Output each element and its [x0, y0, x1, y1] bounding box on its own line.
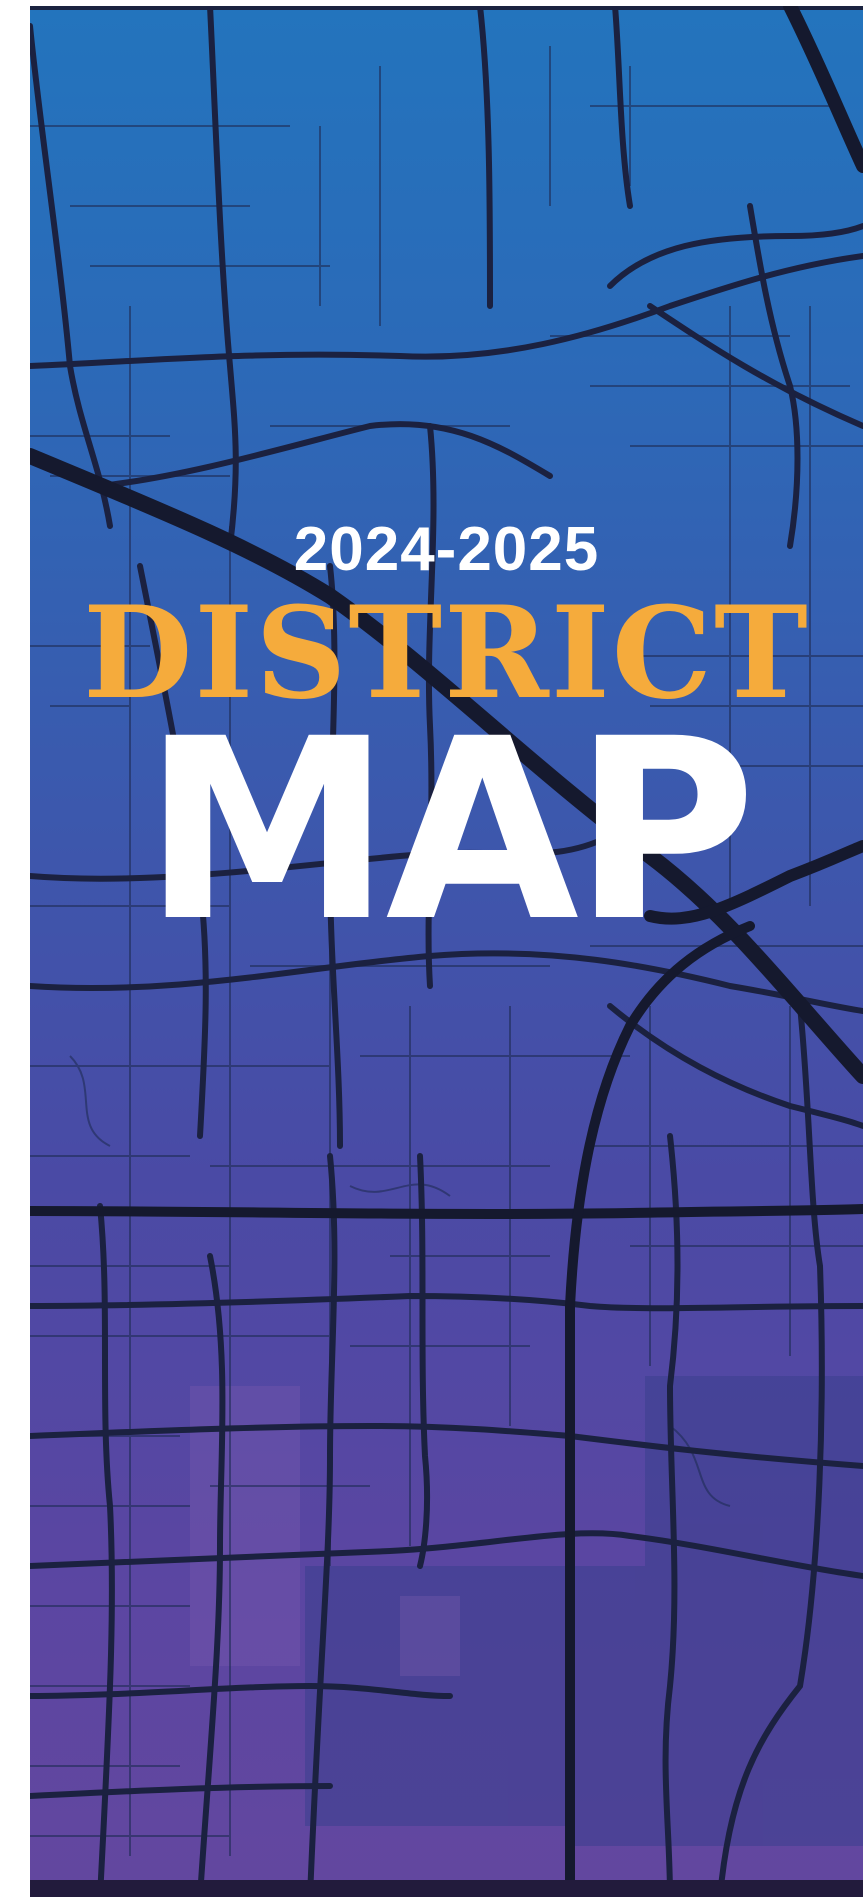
- top-border: [30, 6, 863, 10]
- footer-band: [30, 1880, 863, 1897]
- year-heading: 2024-2025: [293, 515, 600, 584]
- district-map-cover: 2024-2025 DISTRICT MAP: [30, 6, 863, 1897]
- map-parcels-light: [190, 1386, 460, 1676]
- street-map-background: [30, 6, 863, 1897]
- arterial-roads: [30, 6, 863, 1897]
- title-district: DISTRICT: [83, 579, 810, 727]
- highways: [30, 6, 863, 1897]
- map-parcels: [305, 1376, 863, 1846]
- title-map: MAP: [142, 685, 757, 976]
